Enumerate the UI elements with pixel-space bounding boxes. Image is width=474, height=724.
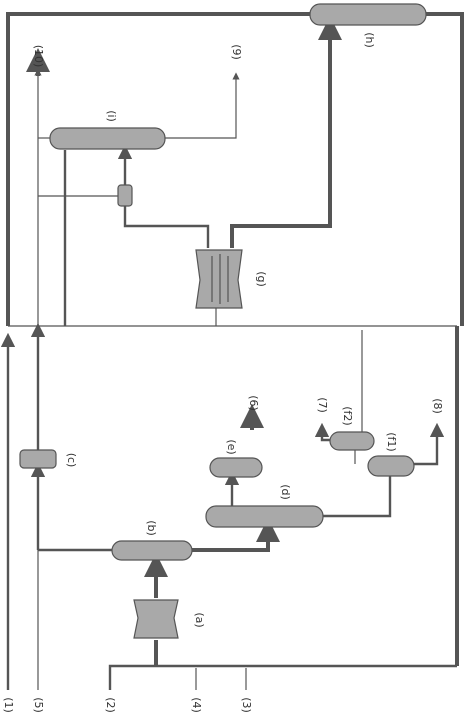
stream-7-label: (7) (316, 397, 329, 413)
unit-d: (d) (205, 484, 324, 528)
unit-f2-label: (f2) (341, 406, 354, 425)
unit-b: (b) (111, 520, 193, 561)
stream-6-label: (6) (247, 395, 260, 411)
stream-4-label: (4) (190, 697, 203, 713)
unit-g-label: (g) (255, 271, 268, 287)
unit-small-separator (117, 184, 133, 207)
stream-3-label: (3) (240, 697, 253, 713)
unit-f1-label: (f1) (385, 432, 398, 451)
unit-i-label: (i) (105, 110, 118, 122)
unit-f2: (f2) (329, 406, 375, 451)
stream-9-label: (9) (230, 44, 243, 60)
stream-10-label: (10) (32, 45, 45, 68)
unit-e: (e) (209, 439, 263, 478)
outer-recycle-loop (6, 12, 464, 666)
unit-h: (h) (309, 3, 427, 48)
upper-process-lines (26, 16, 342, 450)
unit-i: (i) (49, 110, 166, 150)
unit-a: (a) (133, 599, 206, 639)
stream-2-label: (2) (104, 697, 117, 713)
unit-a-label: (a) (193, 612, 206, 627)
unit-c-label: (c) (65, 453, 78, 468)
unit-d-label: (d) (279, 484, 292, 500)
stream-5-label: (5) (32, 697, 45, 713)
unit-c: (c) (19, 449, 78, 469)
unit-b-label: (b) (145, 520, 158, 536)
unit-g: (g) (195, 249, 268, 309)
stream-8-label: (8) (431, 398, 444, 414)
unit-f1: (f1) (367, 432, 415, 477)
unit-e-label: (e) (225, 439, 238, 454)
unit-h-label: (h) (363, 32, 376, 48)
stream-1-label: (1) (2, 697, 15, 713)
